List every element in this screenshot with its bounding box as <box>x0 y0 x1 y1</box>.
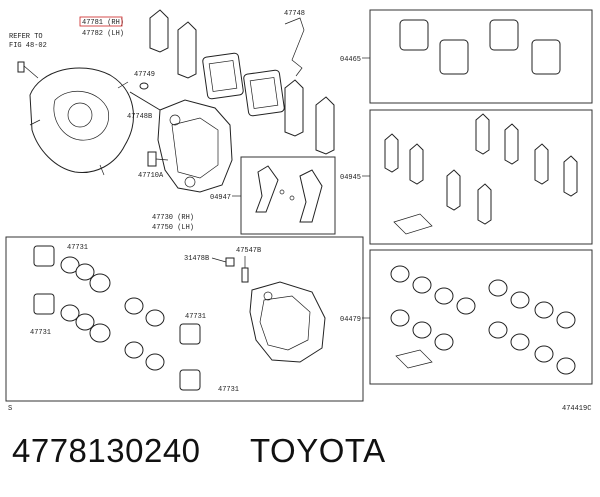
shim-kit-frame <box>369 109 593 245</box>
label-04479: 04479 <box>340 316 361 324</box>
highlight-47781 <box>79 16 123 27</box>
label-refer-to: REFER TO <box>9 33 43 41</box>
shim-set <box>149 9 335 155</box>
label-47748b: 47748B <box>127 113 152 121</box>
label-47710a: 47710A <box>138 172 164 180</box>
pad-inner <box>202 52 244 100</box>
label-04465: 04465 <box>340 56 361 64</box>
label-04947: 04947 <box>210 194 231 202</box>
label-04945: 04945 <box>340 174 361 182</box>
part-number: 4778130240 <box>12 432 201 469</box>
label-31478b: 31478B <box>184 255 209 263</box>
label-47547b: 47547B <box>236 247 261 255</box>
clip-47748 <box>284 17 305 77</box>
pad-outer <box>243 69 285 117</box>
label-47731-b: 47731 <box>30 329 51 337</box>
bolt-small <box>17 61 39 79</box>
caliper-assembly-frame <box>5 236 364 402</box>
brand-name: TOYOTA <box>250 432 386 469</box>
bolt-47710a <box>147 151 169 167</box>
label-47749: 47749 <box>134 71 155 79</box>
fitting-kit-frame <box>240 156 336 235</box>
label-figure-code: 474419C <box>562 405 591 413</box>
seal-kit-frame <box>369 249 593 385</box>
label-47782: 47782 (LH) <box>82 30 124 38</box>
piston-seals-left <box>33 245 111 343</box>
label-47730: 47730 (RH) <box>152 214 194 222</box>
caliper-bracket <box>157 99 233 193</box>
piston-seals-middle <box>124 297 201 391</box>
caliper-body <box>249 281 326 363</box>
label-47731-a: 47731 <box>67 244 88 252</box>
label-47781[interactable]: 47781 (RH) <box>82 19 124 27</box>
label-47750: 47750 (LH) <box>152 224 194 232</box>
label-47731-d: 47731 <box>218 386 239 394</box>
bleeder-screw <box>211 256 249 283</box>
slide-pin <box>129 91 161 111</box>
dust-cover <box>29 67 134 176</box>
kit-pads <box>399 19 561 75</box>
parts-diagram: REFER TO FIG 48-02 47781 (RH) 47782 (LH)… <box>5 9 593 413</box>
pad-kit-frame <box>369 9 593 104</box>
label-s-mark: S <box>8 405 12 413</box>
label-47748: 47748 <box>284 10 305 18</box>
label-fig-ref: FIG 48-02 <box>9 42 47 50</box>
anti-rattle-springs <box>255 165 323 223</box>
bushing-47749 <box>139 82 149 90</box>
kit-seals <box>390 265 576 375</box>
label-47731-c: 47731 <box>185 313 206 321</box>
kit-shims <box>384 113 578 235</box>
